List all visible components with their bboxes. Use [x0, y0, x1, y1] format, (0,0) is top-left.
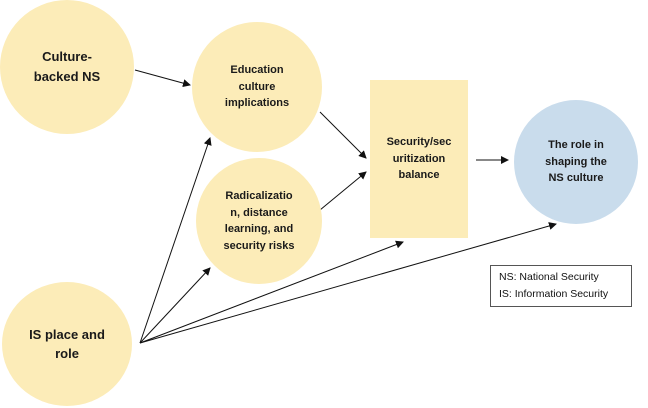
node-is-place-role-label: IS place and role: [29, 326, 105, 362]
node-radicalization: Radicalizatio n, distance learning, and …: [196, 158, 322, 284]
node-education-culture: Education culture implications: [192, 22, 322, 152]
arrow-is-to-security: [139, 240, 404, 344]
arrow-is-to-radical: [139, 267, 211, 344]
node-is-place-role: IS place and role: [2, 282, 132, 406]
node-radicalization-label: Radicalizatio n, distance learning, and …: [223, 190, 295, 252]
arrow-is-to-education: [139, 137, 212, 344]
node-role-ns-culture: The role in shaping the NS culture: [514, 100, 638, 224]
legend-box: NS: National Security IS: Information Se…: [490, 265, 632, 307]
arrow-radical-to-security: [319, 171, 367, 211]
legend-ns: NS: National Security: [499, 271, 599, 283]
legend-is: IS: Information Security: [499, 288, 609, 300]
node-education-culture-label: Education culture implications: [224, 64, 290, 110]
node-security-balance: Security/sec uritization balance: [370, 80, 468, 238]
node-role-ns-culture-label: The role in shaping the NS culture: [545, 139, 607, 185]
node-security-balance-label: Security/sec uritization balance: [386, 136, 452, 182]
arrow-education-to-security: [319, 111, 367, 159]
arrow-culture-to-education: [134, 69, 191, 88]
arrow-is-to-role: [139, 222, 557, 344]
node-culture-backed-ns: Culture- backed NS: [0, 0, 134, 134]
node-culture-backed-ns-label: Culture- backed NS: [33, 48, 101, 84]
